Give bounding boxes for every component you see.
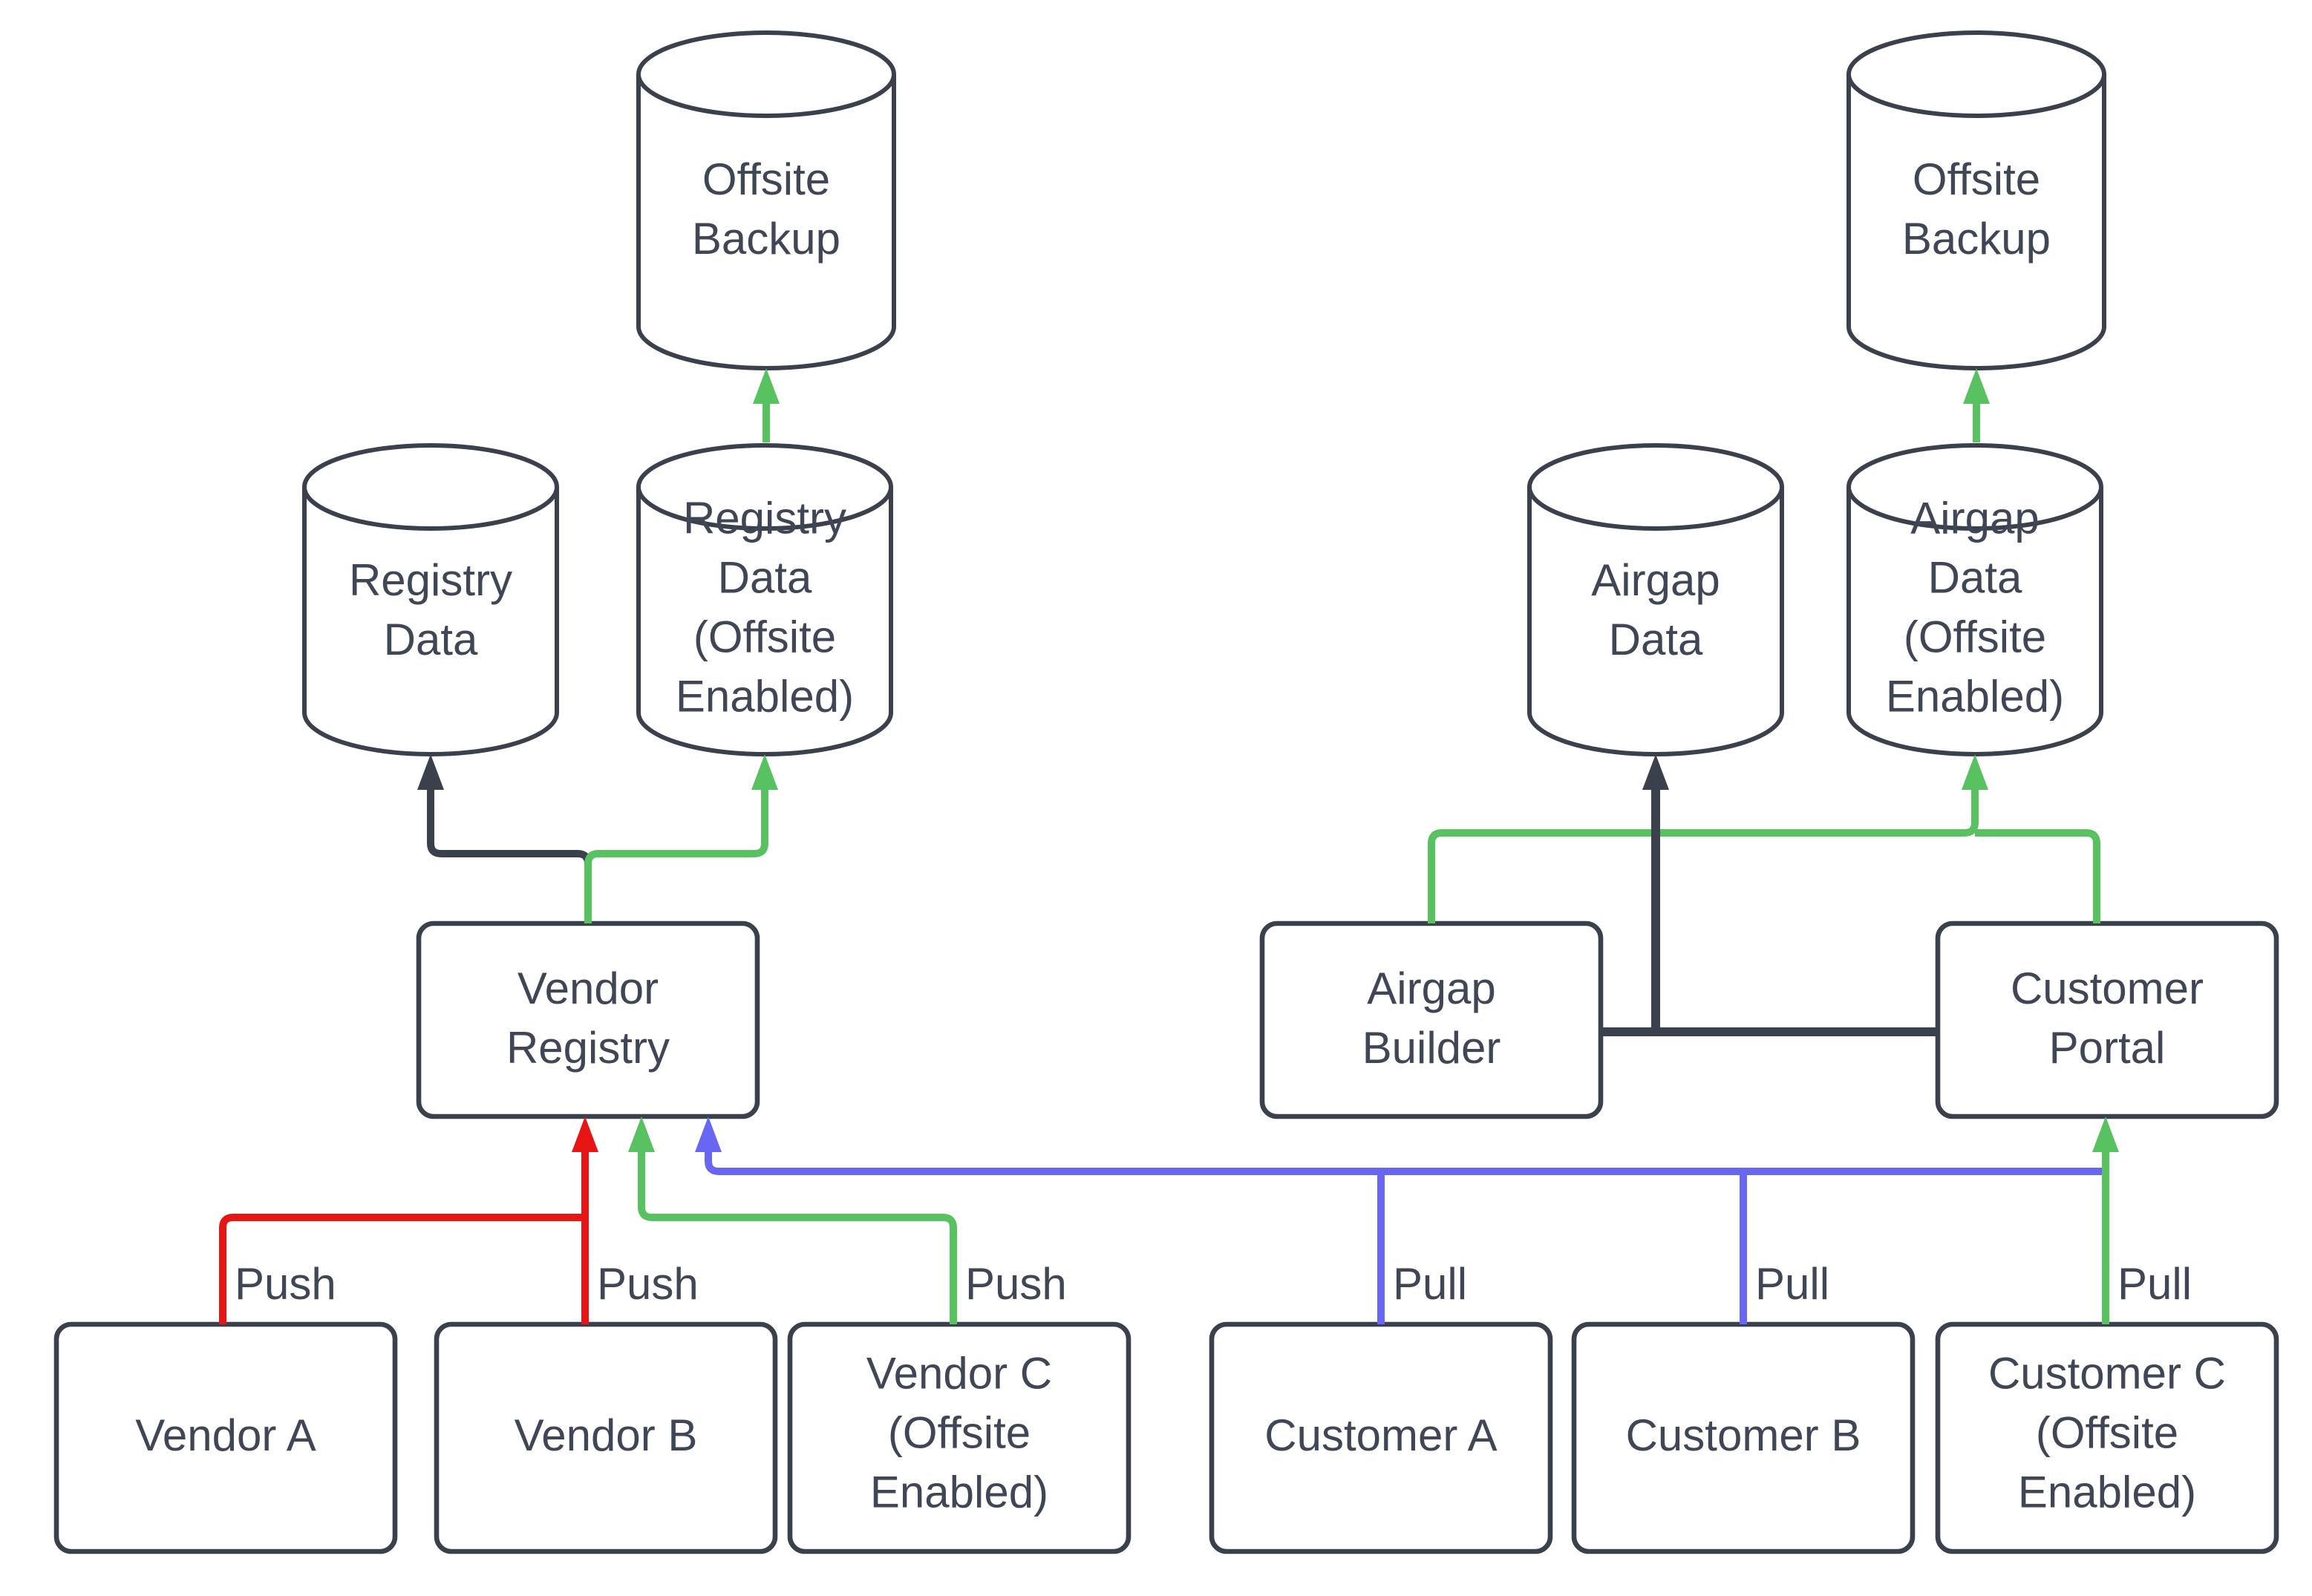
label-vendor-c: Vendor C (Offsite Enabled): [866, 1350, 1053, 1517]
node-vendor-b: [434, 1321, 778, 1554]
label-vendor-registry: Vendor Registry: [506, 965, 670, 1073]
label-offsite-backup-right: Offsite Backup: [1901, 156, 2051, 264]
edge-vendor-registry-to-registry-data: [417, 754, 592, 923]
label-customer-c: Customer C (Offsite Enabled): [1988, 1350, 2227, 1517]
node-offsite-backup-right: [1846, 30, 2106, 370]
label-customer-b: Customer B: [1625, 1412, 1861, 1462]
label-airgap-data: Airgap Data: [1591, 557, 1720, 665]
label-offsite-backup-left: Offsite Backup: [691, 156, 841, 264]
edge-label-pull-customer-b: Pull: [1755, 1260, 1830, 1309]
edge-label-push-vendor-b: Push: [597, 1260, 699, 1309]
node-offsite-backup-left: [636, 30, 896, 370]
edge-vendor-c-to-vendor-registry: [628, 1116, 957, 1324]
edge-label-pull-customer-c: Pull: [2117, 1260, 2192, 1309]
edge-label-push-vendor-c: Push: [965, 1260, 1067, 1309]
label-registry-data-offsite: Registry Data (Offsite Enabled): [675, 494, 855, 722]
label-vendor-a: Vendor A: [135, 1412, 316, 1462]
edge-vendor-a-to-vendor-registry: [219, 1214, 582, 1324]
edge-customer-portal-to-airgap-data-offsite: [1975, 829, 2100, 923]
node-airgap-data: [1527, 443, 1784, 756]
node-vendor-c: [787, 1321, 1131, 1554]
edge-customers-pull-to-vendor-registry: [695, 1116, 2106, 1175]
edge-label-pull-customer-a: Pull: [1393, 1260, 1468, 1309]
edge-airgap-builder-to-airgap-data-offsite: [1428, 754, 1988, 923]
label-vendor-b: Vendor B: [514, 1412, 698, 1462]
node-registry-data-offsite: [636, 443, 893, 756]
label-customer-a: Customer A: [1264, 1412, 1498, 1462]
label-registry-data: Registry Data: [348, 557, 513, 665]
label-airgap-data-offsite: Airgap Data (Offsite Enabled): [1885, 494, 2065, 722]
label-customer-portal: Customer Portal: [2010, 965, 2204, 1073]
edge-label-push-vendor-a: Push: [235, 1260, 336, 1309]
edge-vendor-registry-to-registry-data-offsite: [584, 754, 778, 923]
label-airgap-builder: Airgap Builder: [1362, 965, 1501, 1073]
